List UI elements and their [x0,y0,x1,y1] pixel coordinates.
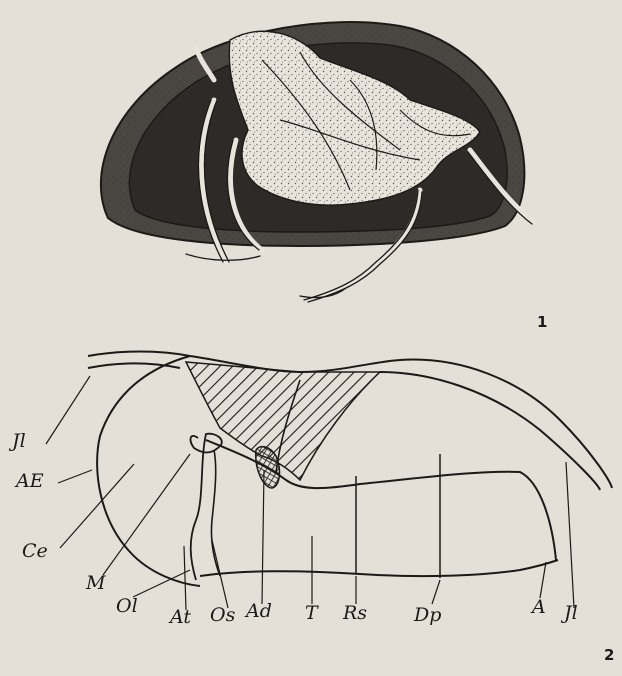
panel-2-schematic [88,352,612,587]
label-jl-left: Jl [12,432,26,451]
label-a: A [532,598,546,617]
stalk [191,434,222,580]
label-jl-right: Jl [564,604,578,623]
label-ce: Ce [22,542,48,561]
label-dp: Dp [414,606,441,625]
label-ae: AE [16,472,44,491]
body-bottom [200,560,558,576]
label-os: Os [210,606,235,625]
figure-number-2: 2 [604,646,614,664]
label-t: T [305,604,318,623]
panel-1-specimen [101,22,534,302]
label-at: At [170,608,191,627]
label-rs: Rs [343,604,367,623]
label-m: M [86,574,105,593]
label-ol: Ol [116,597,138,616]
mantle-left [88,352,200,587]
label-ad: Ad [246,602,272,621]
figure-number-1: 1 [537,313,547,331]
